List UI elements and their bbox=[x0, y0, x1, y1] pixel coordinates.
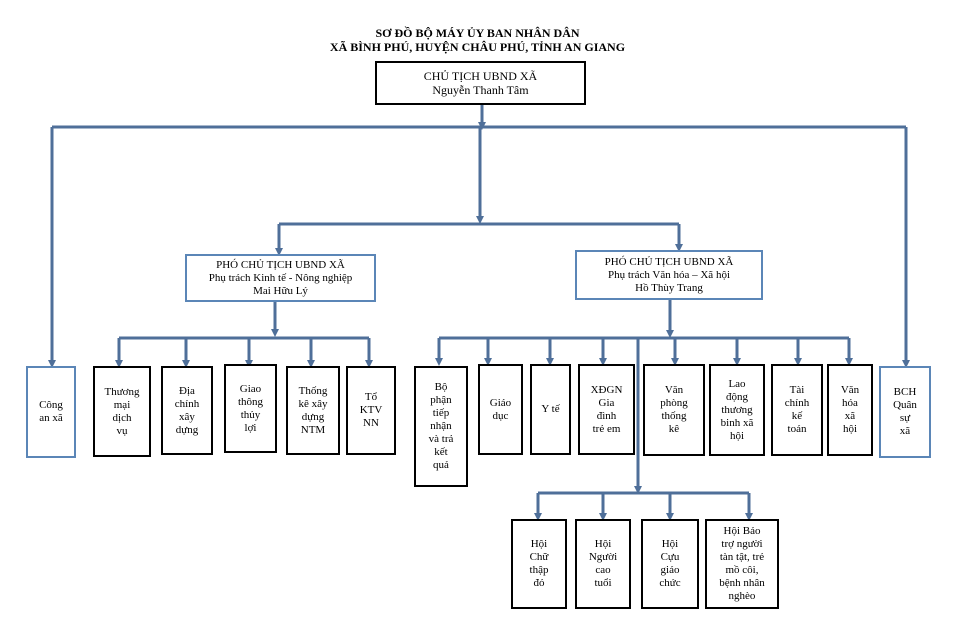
economic-unit-box: Giao thông thủy lợi bbox=[224, 364, 277, 453]
economic-unit-box: Thương mại dịch vụ bbox=[93, 366, 151, 457]
association-box: Hội Chữ thập đỏ bbox=[511, 519, 567, 609]
vice-culture-name: Hồ Thùy Trang bbox=[635, 281, 703, 294]
culture-unit-box: Văn hóa xã hội bbox=[827, 364, 873, 456]
association-box: Hội Cựu giáo chức bbox=[641, 519, 699, 609]
culture-unit-box: Lao động thương binh xã hội bbox=[709, 364, 765, 456]
culture-unit-box: Giáo dục bbox=[478, 364, 523, 455]
culture-unit-box: Y tế bbox=[530, 364, 571, 455]
vice-culture-role: PHÓ CHỦ TỊCH UBND XÃ bbox=[604, 255, 734, 268]
economic-unit-box: Tổ KTV NN bbox=[346, 366, 396, 455]
economic-unit-box: Địa chính xây dựng bbox=[161, 366, 213, 455]
vice-chairman-culture-box: PHÓ CHỦ TỊCH UBND XÃ Phụ trách Văn hóa –… bbox=[575, 250, 763, 300]
chairman-name: Nguyễn Thanh Tâm bbox=[432, 83, 529, 97]
vice-economic-role: PHÓ CHỦ TỊCH UBND XÃ bbox=[216, 258, 345, 271]
vice-chairman-economic-box: PHÓ CHỦ TỊCH UBND XÃ Phụ trách Kinh tế -… bbox=[185, 254, 376, 302]
chairman-role: CHỦ TỊCH UBND XÃ bbox=[423, 69, 538, 83]
culture-unit-box: XĐGN Gia đình trẻ em bbox=[578, 364, 635, 455]
economic-unit-box: Thống kê xây dựng NTM bbox=[286, 366, 340, 455]
police-box: Công an xã bbox=[26, 366, 76, 458]
chart-title-line-1: SƠ ĐỒ BỘ MÁY ỦY BAN NHÂN DÂN bbox=[375, 26, 580, 40]
culture-unit-box: Tài chính kế toán bbox=[771, 364, 823, 456]
culture-unit-box: Bộ phận tiếp nhận và trả kết quả bbox=[414, 366, 468, 487]
military-command-box: BCH Quân sự xã bbox=[879, 366, 931, 458]
vice-economic-name: Mai Hữu Lý bbox=[253, 284, 308, 297]
chart-title-line-2: XÃ BÌNH PHÚ, HUYỆN CHÂU PHÚ, TỈNH AN GIA… bbox=[329, 40, 626, 54]
association-box: Hội Bảo trợ người tàn tật, trẻ mồ côi, b… bbox=[705, 519, 779, 609]
vice-culture-duty: Phụ trách Văn hóa – Xã hội bbox=[608, 268, 730, 281]
vice-economic-duty: Phụ trách Kinh tế - Nông nghiệp bbox=[208, 271, 353, 284]
chairman-box: CHỦ TỊCH UBND XÃ Nguyễn Thanh Tâm bbox=[375, 61, 586, 105]
association-box: Hội Người cao tuổi bbox=[575, 519, 631, 609]
culture-unit-box: Văn phòng thống kê bbox=[643, 364, 705, 456]
